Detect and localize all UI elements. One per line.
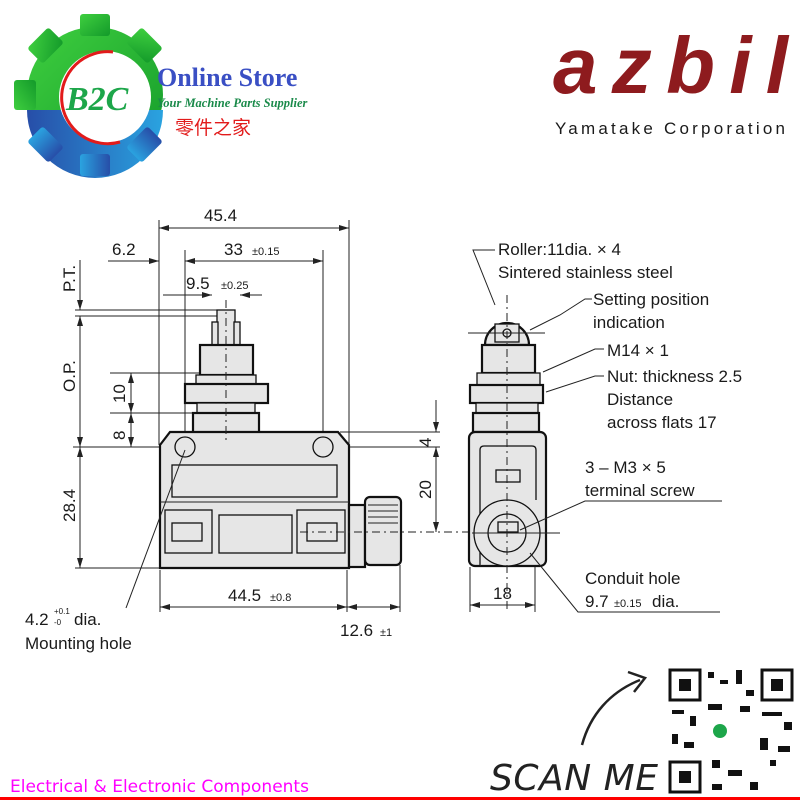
mounting-hole-label: Mounting hole — [25, 634, 132, 653]
dim-12-6: 12.6 — [340, 621, 373, 640]
screw-leader — [519, 500, 722, 531]
conduit-dia: 9.7 — [585, 592, 609, 611]
store-monogram: B2C — [65, 81, 129, 118]
qr-code[interactable] — [666, 666, 796, 796]
roller-leader — [472, 249, 496, 306]
setting-label-1: Setting position — [593, 290, 709, 309]
conduit-label-1: Conduit hole — [585, 569, 680, 588]
dim-33: 33 — [224, 240, 243, 259]
dim-44-5-tol: ±0.8 — [270, 592, 291, 604]
switch-body-front — [125, 300, 490, 609]
label-pt: P.T. — [60, 265, 79, 292]
qr-logo-icon — [713, 724, 727, 738]
roller-label-1: Roller:11dia. × 4 — [498, 240, 621, 259]
mounting-hole-dia: 4.2 — [25, 610, 49, 629]
front-view: 45.4 6.2 33 ±0.15 9.5 ±0.25 P.T. O.P. 10… — [25, 206, 490, 653]
screw-label-2: terminal screw — [585, 481, 695, 500]
footer-bar — [0, 797, 800, 800]
dim-9-5: 9.5 — [186, 274, 210, 293]
thread-label: M14 × 1 — [607, 341, 669, 360]
dim-44-5: 44.5 — [228, 586, 261, 605]
store-logo: B2C Online Store Your Machine Parts Supp… — [14, 14, 308, 178]
mounting-hole-dia-suffix: dia. — [74, 610, 101, 629]
switch-body-side — [467, 295, 560, 612]
label-op: O.P. — [60, 360, 79, 392]
mounting-hole-leader — [125, 449, 186, 609]
dim-28-4: 28.4 — [60, 489, 79, 522]
dim-20: 20 — [416, 480, 435, 499]
store-tagline: Your Machine Parts Supplier — [157, 96, 308, 110]
dim-10: 10 — [110, 384, 129, 403]
brand-name: azbil — [553, 21, 790, 110]
nut-label-2: Distance — [607, 390, 673, 409]
azbil-logo: azbil Yamatake Corporation — [553, 21, 793, 138]
arrow-icon — [580, 670, 648, 746]
thread-leader — [542, 348, 604, 373]
dim-45-4: 45.4 — [204, 206, 237, 225]
conduit-tol: ±0.15 — [614, 598, 641, 610]
mounting-hole-tol-minus: -0 — [54, 618, 62, 627]
dim-4: 4 — [416, 438, 435, 447]
mounting-hole — [312, 436, 334, 458]
side-view: Roller:11dia. × 4 Sintered stainless ste… — [467, 240, 742, 613]
store-chinese-name: 零件之家 — [175, 117, 251, 139]
brand-subtitle: Yamatake Corporation — [555, 119, 785, 138]
mounting-hole-tol-plus: +0.1 — [54, 607, 70, 616]
scan-me-label: SCAN ME — [490, 758, 658, 799]
store-title: Online Store — [157, 63, 297, 92]
dim-33-tol: ±0.15 — [252, 246, 279, 258]
conduit-leader — [529, 552, 720, 613]
nut-label-1: Nut: thickness 2.5 — [607, 367, 742, 386]
category-label: Electrical & Electronic Components — [10, 777, 309, 797]
dim-9-5-tol: ±0.25 — [221, 280, 248, 292]
roller-label-2: Sintered stainless steel — [498, 263, 673, 282]
setting-leader — [529, 298, 592, 331]
conduit-knurl — [363, 495, 403, 567]
dim-6-2: 6.2 — [112, 240, 136, 259]
conduit-suffix: dia. — [652, 592, 679, 611]
screw-label-1: 3 – M3 × 5 — [585, 458, 666, 477]
mounting-hole — [174, 436, 196, 458]
dim-12-6-tol: ±1 — [380, 627, 392, 639]
gear-icon — [14, 14, 163, 178]
setting-label-2: indication — [593, 313, 665, 332]
dim-8: 8 — [110, 431, 129, 440]
nut-leader — [545, 375, 604, 393]
dim-18: 18 — [493, 584, 512, 603]
nut-label-3: across flats 17 — [607, 413, 717, 432]
